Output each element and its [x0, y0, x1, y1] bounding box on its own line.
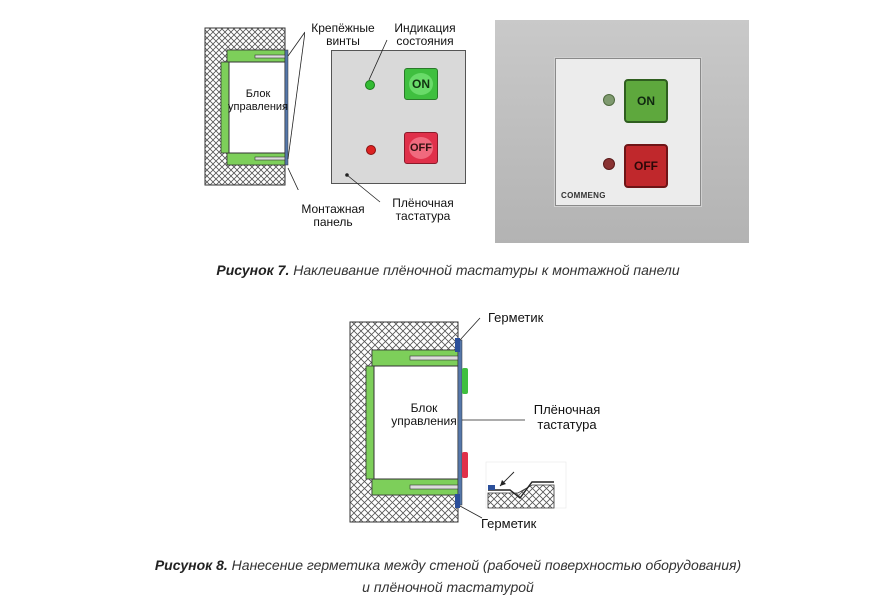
fig8-control-unit-label: Блок управления: [391, 401, 457, 428]
screw-top: [409, 355, 459, 361]
fig8-caption-text-1: Нанесение герметика между стеной (рабоче…: [227, 557, 742, 573]
control-unit-box: [373, 365, 459, 480]
fig7-on-label: ON: [412, 77, 430, 91]
fig7-keypad-schematic: [331, 50, 466, 184]
fig7-photo-on-button: ON: [624, 79, 668, 123]
sealant-bottom: [455, 494, 460, 508]
screw-bottom: [254, 156, 286, 161]
fig7-caption-text: Наклеивание плёночной тастатуры к монтаж…: [289, 262, 680, 278]
screw-bottom: [409, 484, 459, 490]
button-green-bump: [462, 368, 468, 394]
fig7-keypad-leaders: [345, 39, 388, 203]
fig7-on-button: ON: [404, 68, 438, 100]
fig7-status-label: Индикация состояния: [394, 21, 456, 48]
fig7-status-led-green: [365, 80, 375, 90]
fig8-caption-line1: Рисунок 8. Нанесение герметика между сте…: [0, 557, 896, 573]
fig7-control-unit-label: Блок управления: [228, 88, 288, 113]
fig7-off-label: OFF: [410, 142, 432, 154]
fig7-photo-off-label: OFF: [634, 159, 658, 173]
button-red-bump: [462, 452, 468, 478]
fig7-mount-panel-label: Монтажная панель: [301, 202, 365, 229]
fig8-caption-line2: и плёночной тастатурой: [362, 579, 534, 595]
fig8-sealant-bottom-label: Герметик: [481, 516, 537, 531]
fig7-photo-off-button: OFF: [624, 144, 668, 188]
control-unit-box: [228, 61, 286, 154]
fig8-section-diagram: [349, 317, 567, 523]
fig7-photo-on-label: ON: [637, 94, 655, 108]
fig7-status-led-red: [366, 145, 376, 155]
sealant-detail-inset: [485, 461, 567, 509]
mount-panel-line: [284, 49, 289, 166]
screw-top: [254, 54, 286, 59]
fig8-caption-prefix: Рисунок 8.: [154, 557, 228, 573]
fig7-caption-prefix: Рисунок 7.: [216, 262, 290, 278]
fig7-photo-led-green: [603, 94, 615, 106]
fig7-caption: Рисунок 7. Наклеивание плёночной тастату…: [0, 262, 896, 278]
fig8-keypad-label: Плёночная тастатура: [533, 402, 601, 432]
fig7-keypad-label: Плёночная тастатура: [392, 196, 454, 223]
fig8-sealant-top-label: Герметик: [488, 310, 544, 325]
bracket-left: [365, 365, 375, 480]
fig7-section-diagram: [204, 27, 305, 190]
fig7-screws-label: Крепёжные винты: [311, 21, 375, 48]
fig7-off-button: OFF: [404, 132, 438, 164]
fig7-photo-brand: COMMENG: [561, 191, 606, 200]
sealant-top: [455, 338, 460, 352]
fig7-photo-led-red: [603, 158, 615, 170]
